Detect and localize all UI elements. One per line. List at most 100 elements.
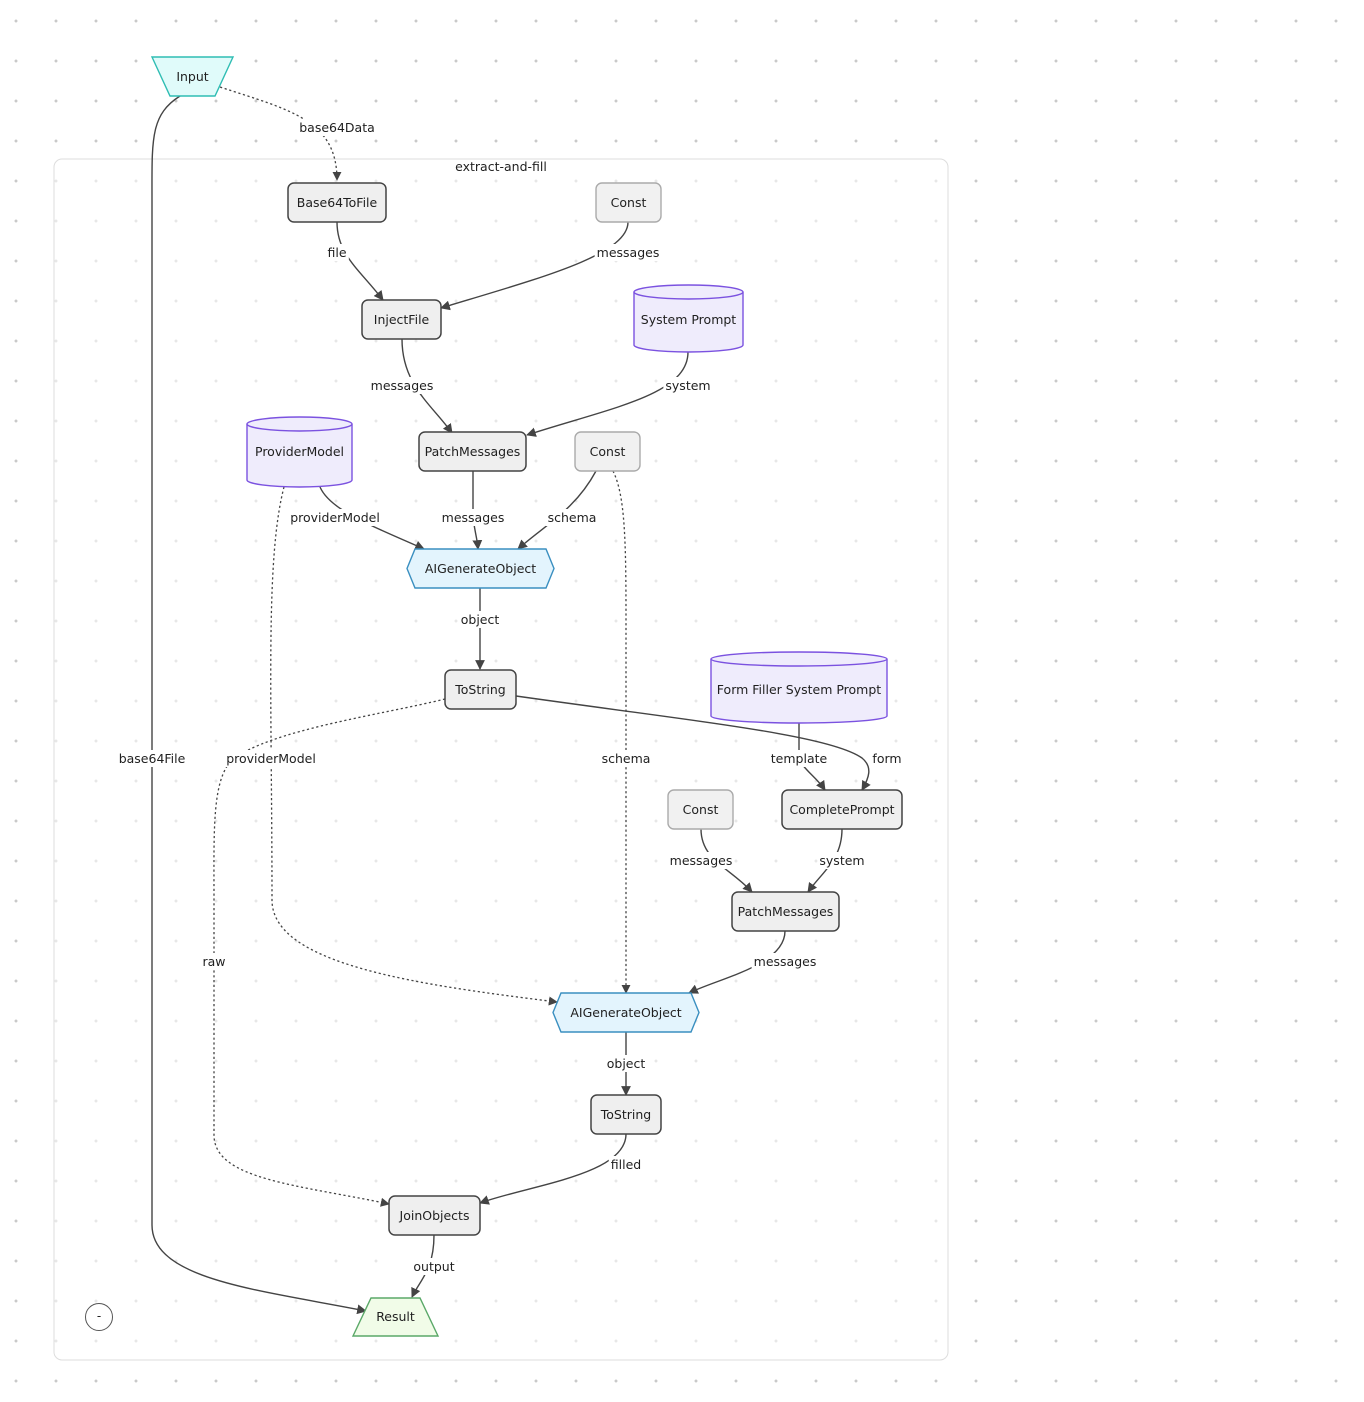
edge-label-text: messages bbox=[442, 510, 505, 525]
group-collapse-button[interactable]: - bbox=[85, 1303, 113, 1331]
node-system-prompt-cap bbox=[633, 284, 744, 300]
node-const-1-label: Const bbox=[611, 195, 647, 210]
edge-label-text: schema bbox=[548, 510, 597, 525]
node-tostring-1-shape bbox=[444, 669, 517, 710]
edge-label-e5: system bbox=[663, 377, 713, 394]
node-base64tofile[interactable]: Base64ToFile bbox=[287, 182, 387, 223]
node-base64tofile-label: Base64ToFile bbox=[297, 195, 378, 210]
edge-label-background bbox=[817, 852, 867, 869]
node-form-filler-cylinder bbox=[710, 659, 888, 724]
edge-label-e18: filled bbox=[608, 1156, 644, 1173]
node-completeprompt[interactable]: CompletePrompt bbox=[781, 789, 903, 830]
node-const-3-shape bbox=[667, 789, 734, 830]
edge-system-prompt bbox=[526, 351, 689, 437]
node-const-1-shape bbox=[595, 182, 662, 223]
node-patchmessages-1-label: PatchMessages bbox=[425, 444, 521, 459]
node-joinobjects[interactable]: JoinObjects bbox=[388, 1195, 481, 1236]
edge-label-background bbox=[599, 750, 653, 767]
node-system-prompt[interactable]: System Prompt bbox=[633, 284, 744, 353]
edge-form bbox=[515, 695, 871, 791]
edge-label-e6: providerModel bbox=[288, 509, 382, 526]
edge-label-background bbox=[768, 750, 830, 767]
edge-file bbox=[336, 221, 384, 301]
edge-label-background bbox=[663, 377, 713, 394]
node-aigenerateobject-2[interactable]: AIGenerateObject bbox=[552, 992, 700, 1033]
edge-label-e16: schema bbox=[599, 750, 653, 767]
node-patchmessages-2-shape bbox=[731, 891, 840, 932]
edge-label-background bbox=[439, 509, 507, 526]
edge-label-background bbox=[870, 750, 904, 767]
edge-label-e7: messages bbox=[439, 509, 507, 526]
edge-label-background bbox=[594, 244, 662, 261]
node-tostring-2[interactable]: ToString bbox=[590, 1094, 662, 1135]
edge-label-text: messages bbox=[597, 245, 660, 260]
node-const-2-label: Const bbox=[590, 444, 626, 459]
nodes: Input Base64ToFile Const InjectFile Syst… bbox=[150, 56, 903, 1337]
edge-label-background bbox=[604, 1055, 648, 1072]
edge-label-text: filled bbox=[611, 1157, 641, 1172]
node-input-shape bbox=[150, 56, 235, 97]
node-joinobjects-label: JoinObjects bbox=[399, 1208, 470, 1223]
edge-schema-const2-ai2 bbox=[612, 470, 631, 994]
edge-label-background bbox=[545, 509, 599, 526]
node-providermodel[interactable]: ProviderModel bbox=[246, 416, 353, 488]
edge-label-e17: object bbox=[604, 1055, 648, 1072]
edge-providermodel-ai2 bbox=[270, 486, 558, 1006]
node-const-3[interactable]: Const bbox=[667, 789, 734, 830]
edge-label-e20: output bbox=[411, 1258, 457, 1275]
edge-label-e21: base64File bbox=[116, 750, 188, 767]
edge-label-e19: raw bbox=[200, 953, 228, 970]
edge-label-background bbox=[116, 750, 188, 767]
edge-label-background bbox=[368, 377, 436, 394]
edge-label-background bbox=[751, 953, 819, 970]
edge-label-e13: system bbox=[817, 852, 867, 869]
node-tostring-1-label: ToString bbox=[454, 682, 505, 697]
edge-label-background bbox=[224, 750, 318, 767]
node-result[interactable]: Result bbox=[351, 1297, 440, 1337]
node-result-label: Result bbox=[376, 1309, 415, 1324]
node-form-filler-cap bbox=[710, 651, 888, 667]
node-patchmessages-1[interactable]: PatchMessages bbox=[418, 431, 527, 472]
node-patchmessages-2[interactable]: PatchMessages bbox=[731, 891, 840, 932]
node-aigenerateobject-2-label: AIGenerateObject bbox=[570, 1005, 681, 1020]
node-completeprompt-label: CompletePrompt bbox=[789, 802, 894, 817]
node-form-filler-label: Form Filler System Prompt bbox=[717, 682, 881, 697]
node-const-2[interactable]: Const bbox=[574, 431, 641, 472]
node-providermodel-cap bbox=[246, 416, 353, 432]
node-tostring-1[interactable]: ToString bbox=[444, 669, 517, 710]
edge-label-background bbox=[667, 852, 735, 869]
edge-label-background bbox=[608, 1156, 644, 1173]
edge-label-text: providerModel bbox=[290, 510, 380, 525]
edge-label-e3: messages bbox=[594, 244, 662, 261]
node-input[interactable]: Input bbox=[150, 56, 235, 97]
edge-label-text: object bbox=[607, 1056, 646, 1071]
edge-label-e12: messages bbox=[667, 852, 735, 869]
edge-label-text: form bbox=[872, 751, 901, 766]
edge-label-background bbox=[297, 119, 377, 136]
edge-base64file bbox=[151, 95, 367, 1315]
edge-label-e15: providerModel bbox=[224, 750, 318, 767]
node-injectfile[interactable]: InjectFile bbox=[361, 299, 442, 340]
node-const-1[interactable]: Const bbox=[595, 182, 662, 223]
node-form-filler-system-prompt[interactable]: Form Filler System Prompt bbox=[710, 651, 888, 724]
edge-base64data bbox=[219, 86, 342, 181]
edge-label-background bbox=[288, 509, 382, 526]
node-injectfile-shape bbox=[361, 299, 442, 340]
edge-label-text: system bbox=[819, 853, 864, 868]
edge-label-text: base64File bbox=[119, 751, 186, 766]
node-const-3-label: Const bbox=[683, 802, 719, 817]
edge-messages-patch2 bbox=[688, 930, 786, 994]
edge-label-text: object bbox=[461, 612, 500, 627]
edge-label-e1: base64Data bbox=[297, 119, 377, 136]
edge-label-text: messages bbox=[754, 954, 817, 969]
node-joinobjects-shape bbox=[388, 1195, 481, 1236]
node-system-prompt-cylinder bbox=[633, 292, 744, 353]
edge-label-text: system bbox=[665, 378, 710, 393]
edge-filled bbox=[479, 1133, 627, 1205]
node-injectfile-label: InjectFile bbox=[374, 312, 430, 327]
node-aigenerateobject-1[interactable]: AIGenerateObject bbox=[406, 548, 555, 589]
node-aigenerateobject-1-label: AIGenerateObject bbox=[425, 561, 536, 576]
node-tostring-2-label: ToString bbox=[600, 1107, 651, 1122]
